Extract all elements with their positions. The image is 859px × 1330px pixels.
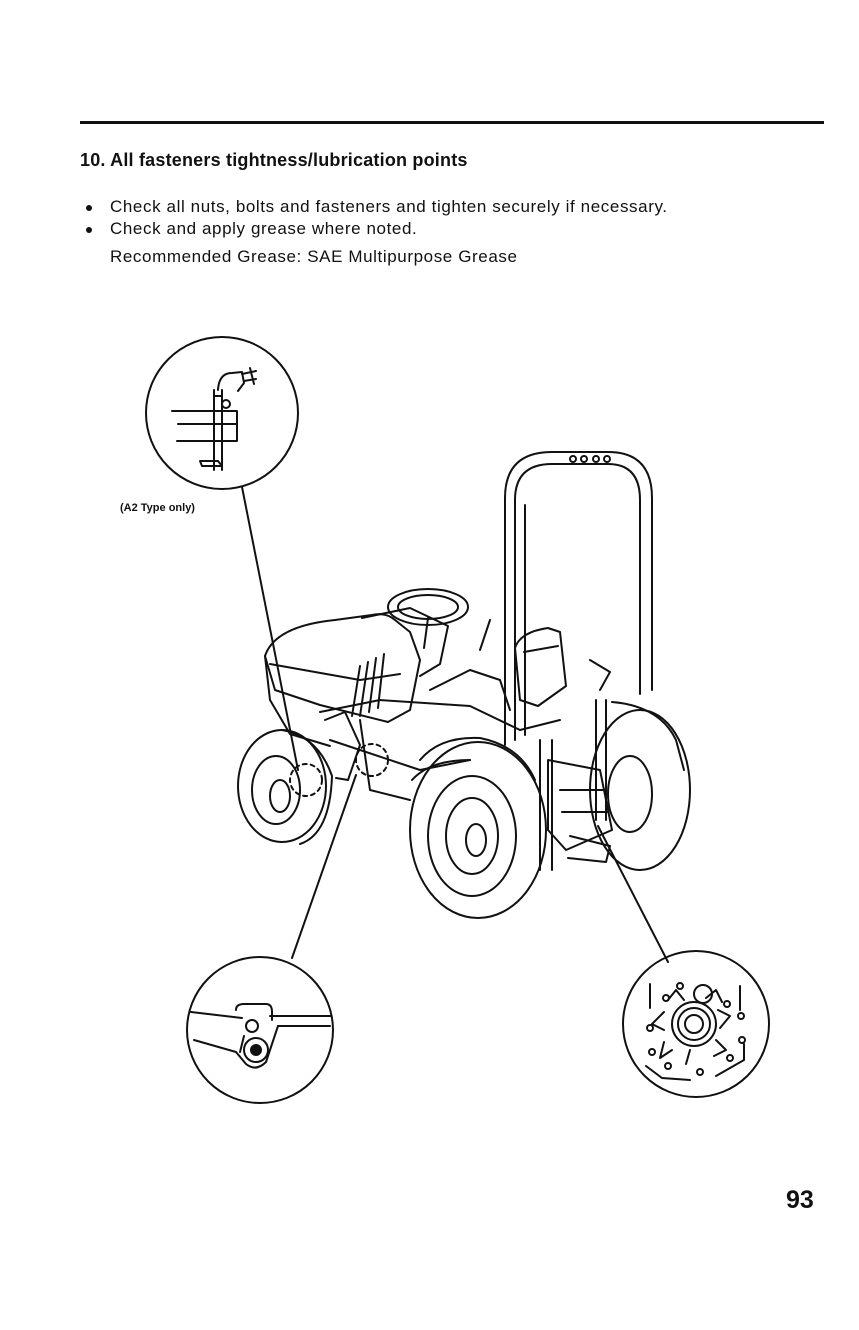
figure-callout: (A2 Type only): [120, 502, 195, 514]
rear-wheel: [410, 738, 546, 918]
page-number: 93: [786, 1186, 814, 1215]
front-axle: [325, 712, 388, 780]
upper-detail-view: [146, 337, 298, 770]
rollover-bar: [505, 452, 652, 870]
front-wheel: [238, 730, 332, 844]
